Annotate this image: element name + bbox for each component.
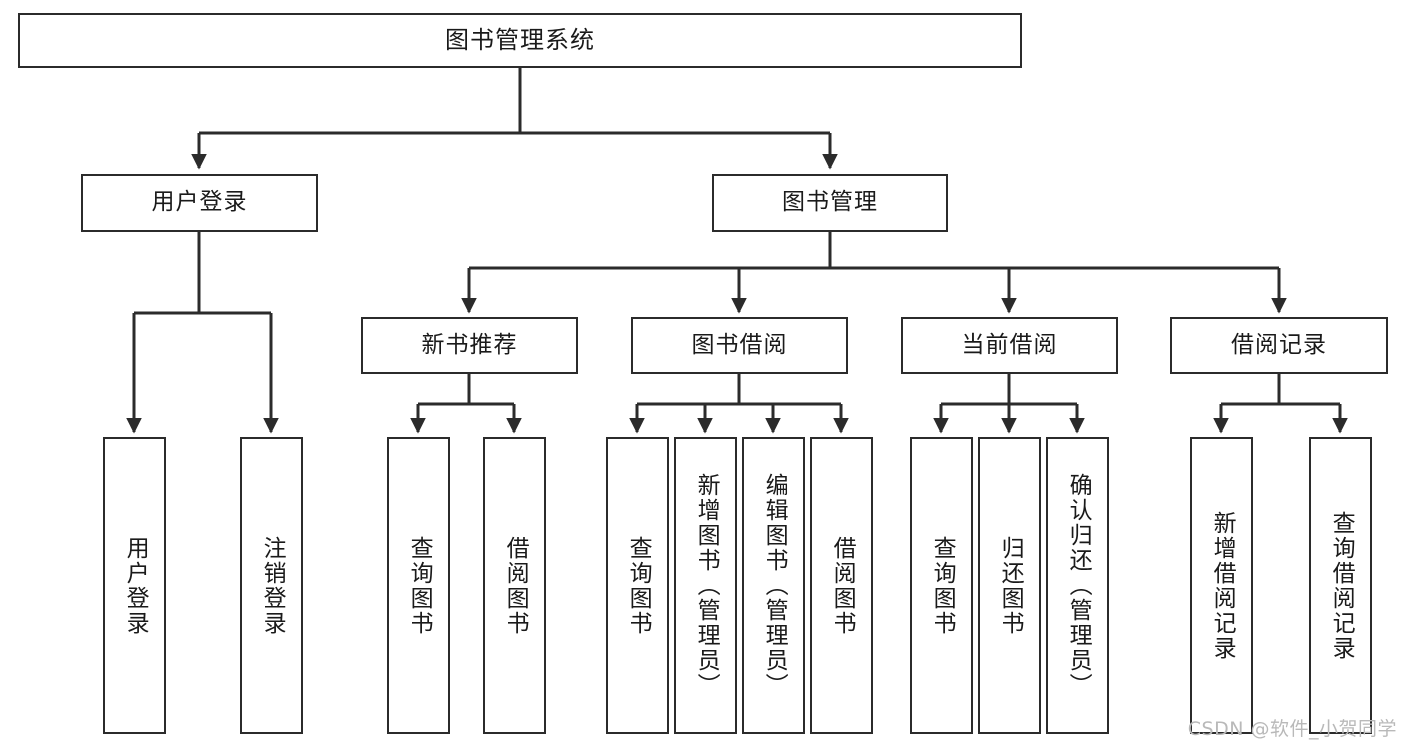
node-leaf-borrow-lend[interactable]: 借阅图书 [810,437,873,734]
node-root-system[interactable]: 图书管理系统 [18,13,1022,68]
node-book-borrow[interactable]: 图书借阅 [631,317,848,374]
node-borrow-record[interactable]: 借阅记录 [1170,317,1388,374]
node-leaf-cur-return[interactable]: 归还图书 [978,437,1041,734]
node-leaf-borrow-edit[interactable]: 编辑图书（管理员） [742,437,805,734]
node-leaf-rec-query[interactable]: 查询图书 [387,437,450,734]
node-leaf-cur-confirm[interactable]: 确认归还（管理员） [1046,437,1109,734]
csdn-watermark: CSDN @软件_小贺同学 [1187,718,1397,740]
node-leaf-rec-add[interactable]: 新增借阅记录 [1190,437,1253,734]
node-leaf-borrow-add[interactable]: 新增图书（管理员） [674,437,737,734]
node-new-book-rec[interactable]: 新书推荐 [361,317,578,374]
node-leaf-user-logout[interactable]: 注销登录 [240,437,303,734]
node-user-login[interactable]: 用户登录 [81,174,318,232]
node-leaf-user-login[interactable]: 用户登录 [103,437,166,734]
node-leaf-rec-search[interactable]: 查询借阅记录 [1309,437,1372,734]
node-leaf-cur-query[interactable]: 查询图书 [910,437,973,734]
node-current-borrow[interactable]: 当前借阅 [901,317,1118,374]
node-book-manage[interactable]: 图书管理 [712,174,948,232]
node-leaf-borrow-query[interactable]: 查询图书 [606,437,669,734]
node-leaf-rec-borrow[interactable]: 借阅图书 [483,437,546,734]
